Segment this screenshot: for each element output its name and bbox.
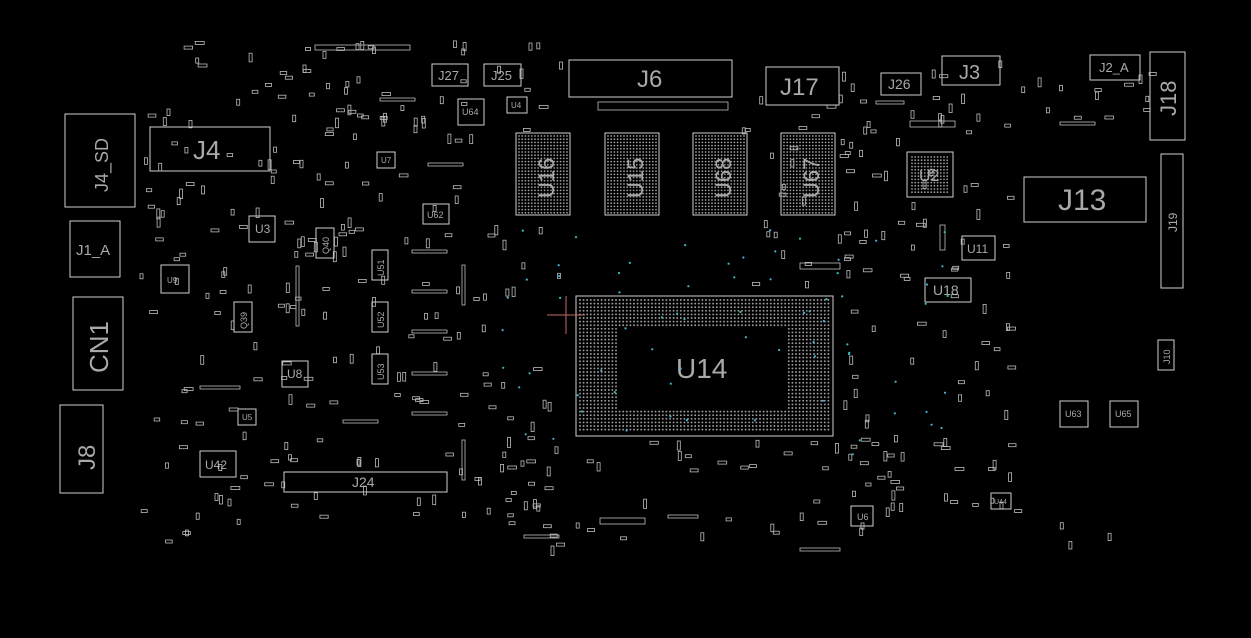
connector-j4[interactable]: J4 [149, 126, 271, 172]
label-j25: J25 [491, 68, 512, 83]
connector-j10[interactable]: J10 [1157, 339, 1175, 371]
crosshair-cursor [547, 296, 585, 334]
chip-u68[interactable]: U68 [692, 132, 748, 216]
label-j4-sd: J4_SD [92, 138, 113, 192]
chip-u52[interactable]: U52 [371, 301, 389, 333]
label-cn1: CN1 [84, 321, 114, 373]
label-u53: U53 [376, 363, 386, 380]
connector-j25[interactable]: J25 [483, 63, 522, 87]
connector-j8[interactable]: J8 [59, 404, 104, 494]
label-q40: Q40 [321, 237, 331, 254]
connector-j2-a[interactable]: J2_A [1089, 54, 1141, 81]
chip-q40[interactable]: Q40 [315, 227, 335, 259]
chip-u9[interactable]: U9 [160, 264, 190, 294]
chip-u53[interactable]: U53 [371, 353, 389, 385]
chip-u51[interactable]: U51 [371, 249, 389, 281]
label-u68: U68 [711, 158, 736, 198]
connector-j6[interactable]: J6 [568, 59, 733, 98]
chip-u62[interactable]: U62 [422, 203, 450, 225]
chip-q39[interactable]: Q39 [233, 301, 253, 333]
chip-u67[interactable]: U67 [780, 132, 836, 216]
label-u65: U65 [1115, 409, 1132, 419]
label-u2: U2 [919, 168, 940, 185]
chip-u7[interactable]: U7 [376, 151, 396, 169]
label-u18: U18 [933, 282, 959, 298]
label-u3: U3 [255, 222, 271, 236]
passive-components [139, 40, 1157, 556]
label-j18: J18 [1156, 81, 1181, 116]
chip-u2[interactable]: U2 [906, 151, 954, 198]
label-u14: U14 [676, 353, 727, 384]
connector-cn1[interactable]: CN1 [72, 296, 124, 391]
connector-j27[interactable]: J27 [431, 63, 469, 87]
label-j3: J3 [959, 62, 980, 84]
label-u42: U42 [205, 458, 227, 472]
connector-j19[interactable]: J19 [1160, 153, 1184, 289]
label-q39: Q39 [239, 312, 249, 329]
chip-u15[interactable]: U15 [604, 132, 660, 216]
chip-u65[interactable]: U65 [1109, 400, 1139, 428]
label-j26: J26 [888, 76, 911, 92]
chip-u16[interactable]: U16 [515, 132, 571, 216]
label-j6: J6 [637, 66, 662, 93]
label-u11: U11 [967, 242, 988, 256]
label-u8: U8 [287, 367, 303, 381]
label-j2-a: J2_A [1099, 60, 1129, 75]
label-j27: J27 [438, 68, 459, 83]
connector-j3[interactable]: J3 [941, 55, 1001, 86]
label-u52: U52 [376, 311, 386, 328]
chip-u8[interactable]: U8 [281, 360, 309, 388]
test-vias [501, 229, 949, 456]
label-u5: U5 [242, 413, 253, 422]
label-j8: J8 [74, 445, 101, 470]
chip-u5[interactable]: U5 [237, 408, 257, 426]
label-u15: U15 [623, 158, 648, 198]
label-u4: U4 [511, 101, 522, 110]
chip-u14-cpu[interactable]: U14 [575, 295, 834, 437]
label-u7: U7 [381, 156, 392, 165]
connector-j17[interactable]: J17 [765, 66, 840, 106]
chip-u42[interactable]: U42 [199, 450, 237, 478]
label-j17: J17 [780, 74, 819, 101]
label-j24: J24 [352, 474, 375, 490]
chip-u18[interactable]: U18 [924, 277, 972, 303]
connector-j18[interactable]: J18 [1149, 51, 1186, 141]
label-u9: U9 [167, 276, 178, 285]
label-u6: U6 [857, 512, 869, 522]
chip-u63[interactable]: U63 [1059, 400, 1089, 428]
connector-j13[interactable]: J13 [1023, 176, 1147, 223]
chip-u3[interactable]: U3 [248, 215, 276, 243]
label-j10: J10 [1162, 349, 1172, 364]
label-u64: U64 [462, 107, 479, 117]
label-j19: J19 [1166, 212, 1180, 232]
chip-u11[interactable]: U11 [961, 235, 996, 261]
chip-u6[interactable]: U6 [850, 505, 874, 527]
connector-j4-sd[interactable]: J4_SD [64, 113, 136, 208]
label-u51: U51 [376, 259, 386, 276]
chip-u4[interactable]: U4 [506, 96, 528, 114]
chip-u64[interactable]: U64 [457, 98, 485, 126]
label-u62: U62 [427, 210, 444, 220]
connector-j24[interactable]: J24 [283, 471, 448, 493]
label-j4: J4 [193, 135, 220, 165]
connector-j1-a[interactable]: J1_A [69, 220, 121, 278]
label-u63: U63 [1065, 409, 1082, 419]
label-j13: J13 [1058, 184, 1106, 217]
label-u67: U67 [799, 158, 824, 198]
label-u16: U16 [534, 158, 559, 198]
connector-j26[interactable]: J26 [880, 72, 922, 96]
label-j1-a: J1_A [76, 242, 110, 259]
